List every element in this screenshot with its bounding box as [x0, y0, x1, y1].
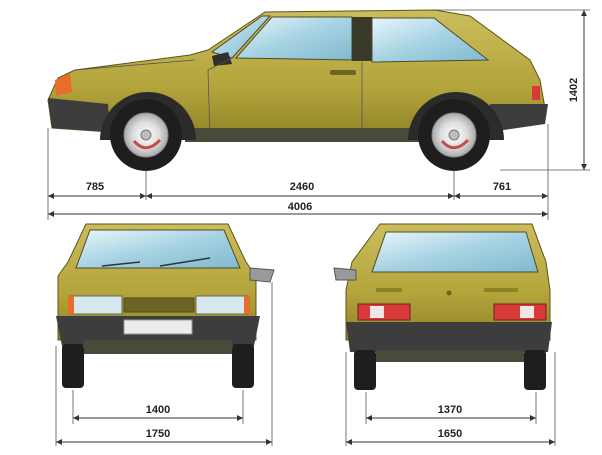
front-plate [123, 319, 193, 335]
front-right-headlight [195, 295, 249, 315]
side-mirror [212, 52, 232, 66]
front-dimensions: 1400 1750 [55, 282, 273, 446]
dim-front-width: 1750 [146, 428, 170, 440]
front-left-tire [62, 344, 84, 388]
side-dimensions: 785 2460 761 4006 1402 [47, 9, 590, 220]
rear-mirror [333, 267, 357, 281]
rear-left-tire [354, 350, 376, 390]
dim-height: 1402 [568, 78, 580, 102]
front-grille [123, 297, 195, 313]
side-front-indicator [55, 73, 72, 96]
dim-rear-overhang: 761 [493, 181, 511, 193]
rear-dimensions: 1370 1650 [345, 352, 556, 446]
side-rear-window [371, 17, 490, 63]
front-windshield [75, 229, 241, 269]
dim-front-track: 1400 [146, 404, 170, 416]
front-left-headlight [69, 295, 123, 315]
front-right-tire [232, 344, 254, 388]
dim-rear-width: 1650 [438, 428, 462, 440]
dim-front-overhang: 785 [86, 181, 104, 193]
front-mirror [249, 267, 275, 283]
rear-right-tire [524, 350, 546, 390]
rear-view-car [333, 223, 552, 390]
side-view-car [47, 9, 548, 171]
dim-overall-length: 4006 [288, 201, 312, 213]
side-front-bumper [48, 98, 110, 132]
side-rear-wheel [418, 99, 490, 171]
rear-window [371, 231, 539, 273]
side-b-pillar [352, 17, 372, 61]
dim-rear-track: 1370 [438, 404, 462, 416]
front-view-car [56, 223, 275, 388]
side-rear-bumper [490, 104, 548, 132]
rear-bumper [346, 322, 552, 352]
dim-wheelbase: 2460 [290, 181, 314, 193]
side-tail-lamp [532, 86, 540, 100]
side-front-wheel [110, 99, 182, 171]
side-sill [185, 128, 420, 142]
side-door-handle [330, 70, 356, 75]
